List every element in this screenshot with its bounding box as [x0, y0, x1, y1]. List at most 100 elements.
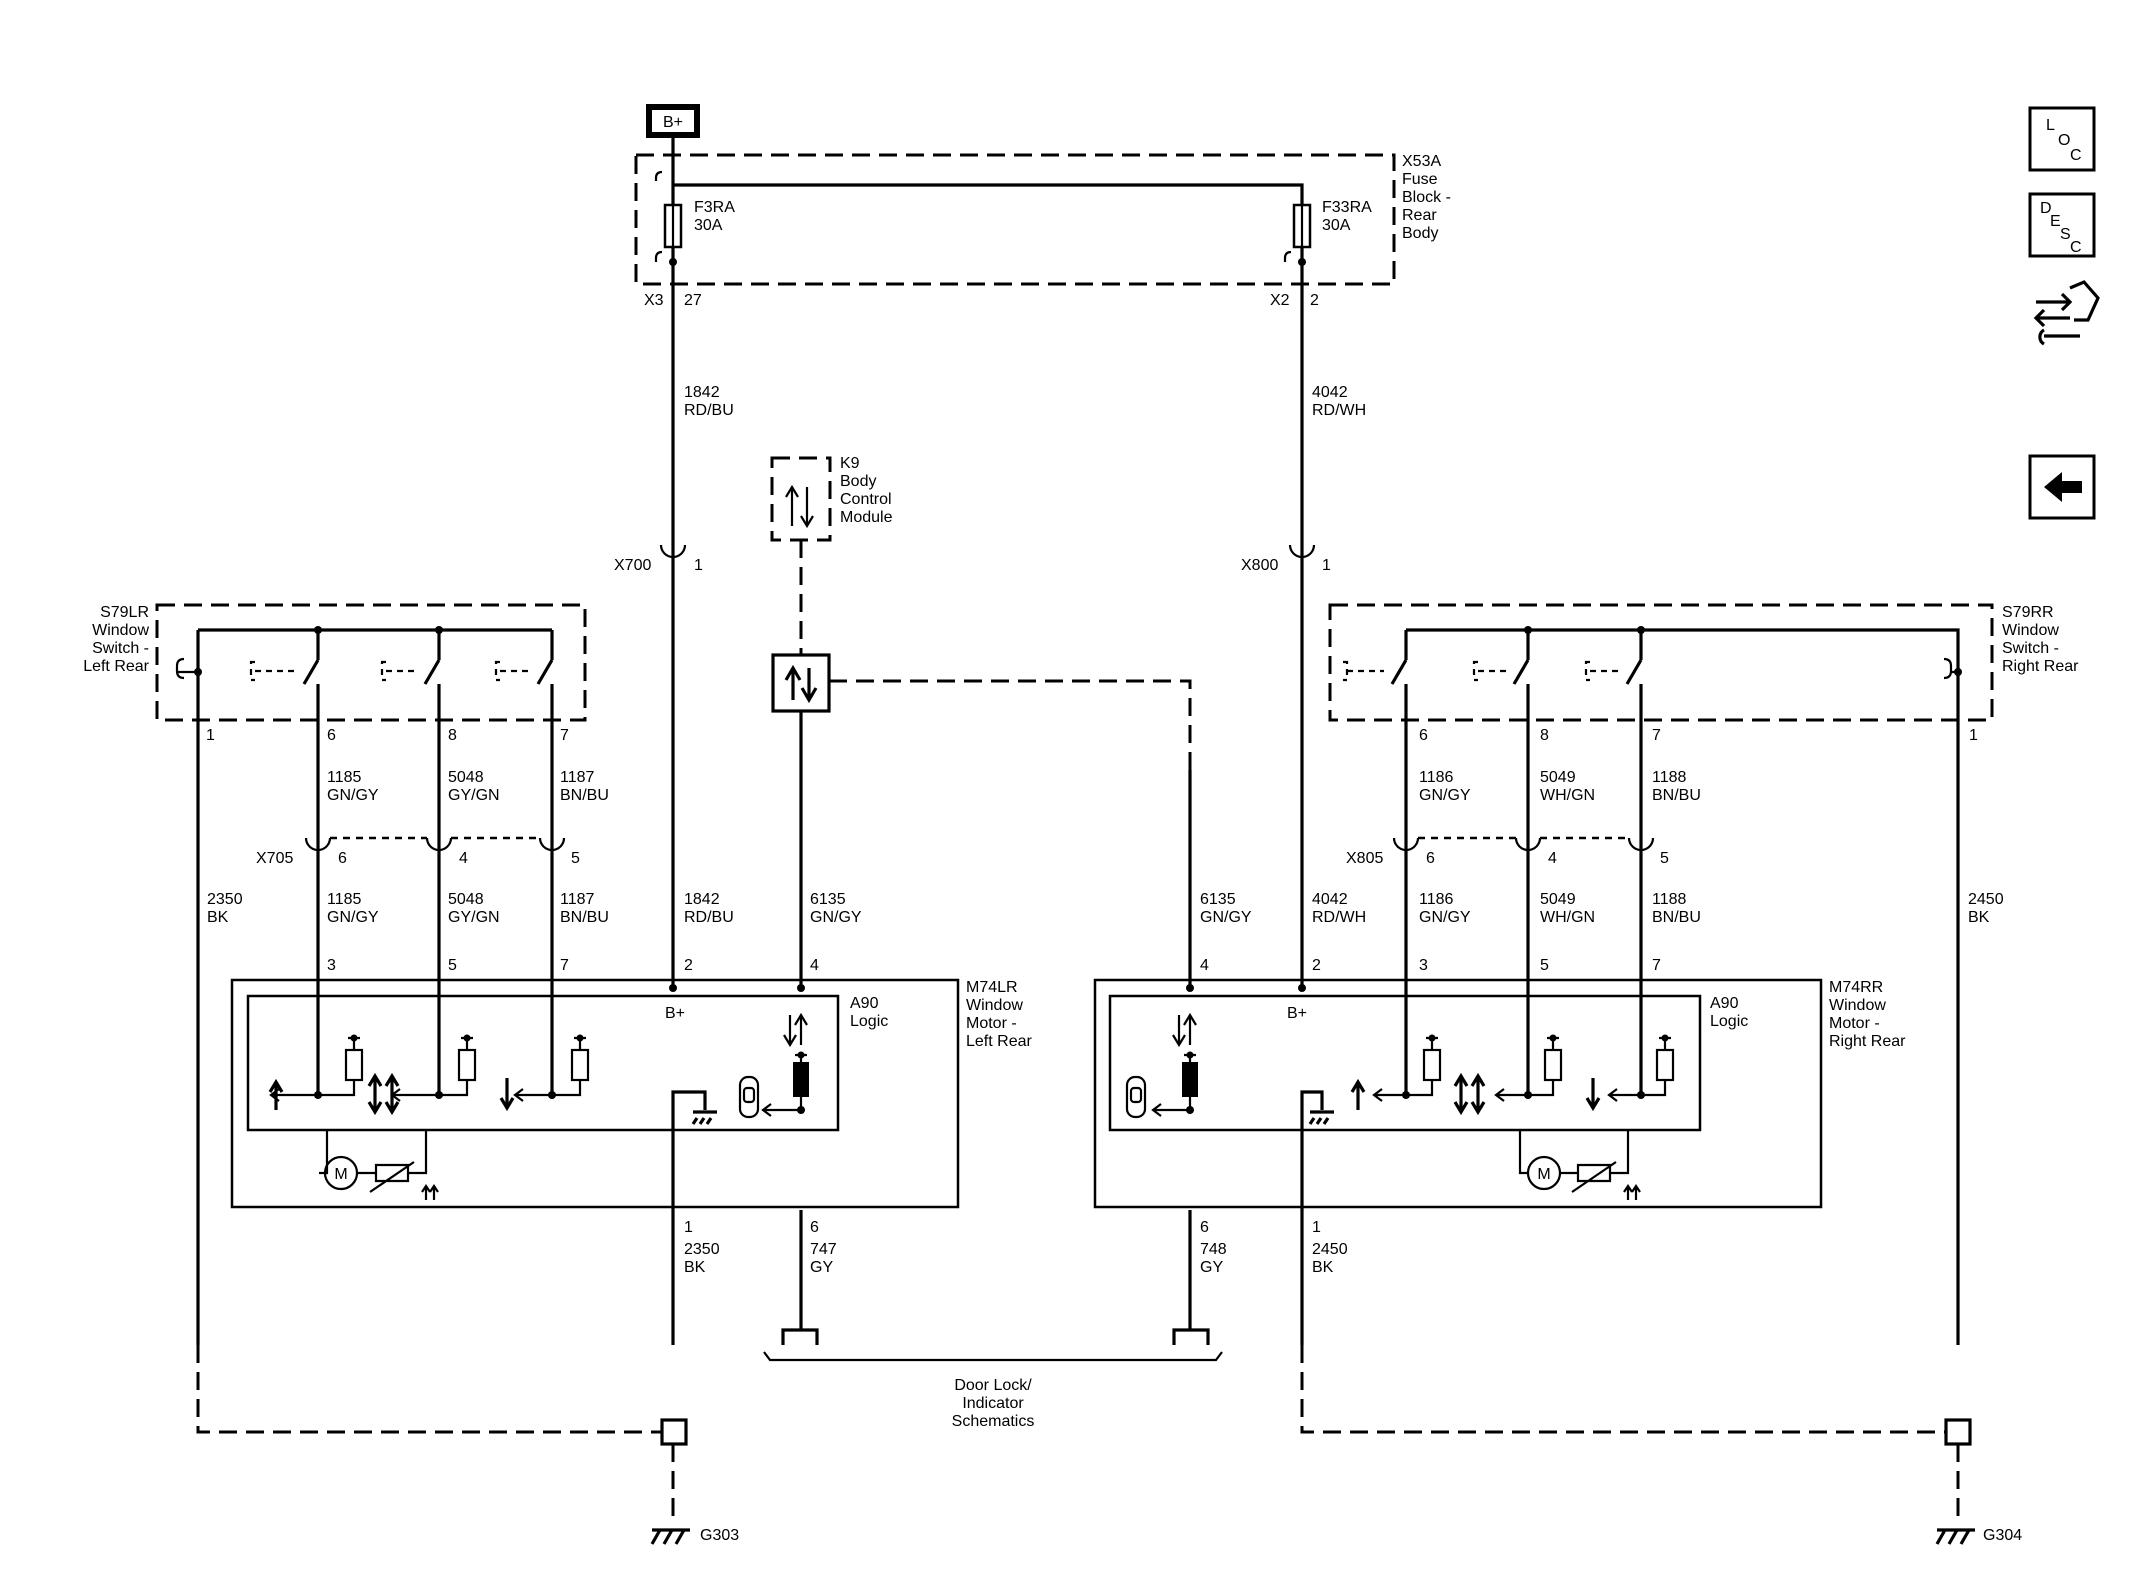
- svg-text:D: D: [2040, 200, 2052, 217]
- svg-text:X800: X800: [1241, 557, 1278, 574]
- svg-text:6: 6: [338, 850, 347, 867]
- svg-text:1: 1: [684, 1219, 693, 1236]
- battery-power-terminal: B+: [646, 104, 700, 138]
- svg-text:RD/WH: RD/WH: [1312, 909, 1366, 926]
- svg-text:X805: X805: [1346, 850, 1383, 867]
- svg-text:1185: 1185: [327, 891, 362, 908]
- svg-text:30A: 30A: [1322, 217, 1351, 234]
- svg-text:Motor -: Motor -: [966, 1015, 1017, 1032]
- svg-text:GY: GY: [1200, 1259, 1223, 1276]
- svg-text:BN/BU: BN/BU: [1652, 909, 1701, 926]
- ground-g304: G304: [1935, 1527, 2022, 1545]
- fuse-f33ra: F33RA 30A: [1283, 199, 1372, 266]
- splice-right: [1944, 1418, 1972, 1446]
- svg-text:Left Rear: Left Rear: [966, 1033, 1032, 1050]
- svg-text:5: 5: [571, 850, 580, 867]
- svg-text:G303: G303: [700, 1527, 739, 1544]
- svg-text:GN/GY: GN/GY: [1200, 909, 1252, 926]
- svg-text:GN/GY: GN/GY: [327, 909, 379, 926]
- svg-text:B+: B+: [1287, 1005, 1307, 1022]
- svg-text:BN/BU: BN/BU: [1652, 787, 1701, 804]
- svg-text:1: 1: [694, 557, 703, 574]
- svg-text:Logic: Logic: [1710, 1013, 1748, 1030]
- svg-text:X700: X700: [614, 557, 651, 574]
- svg-text:Window: Window: [92, 622, 149, 639]
- svg-text:Right Rear: Right Rear: [2002, 658, 2079, 675]
- svg-text:4042: 4042: [1312, 384, 1348, 401]
- connector-x705: X705 6 4 5: [256, 836, 580, 867]
- svg-text:2: 2: [1312, 957, 1321, 974]
- svg-text:Indicator: Indicator: [962, 1395, 1024, 1412]
- svg-text:1186: 1186: [1419, 891, 1454, 908]
- svg-text:5: 5: [1540, 957, 1549, 974]
- svg-text:Control: Control: [840, 491, 892, 508]
- bcm-data-splice: [771, 653, 831, 713]
- svg-text:BK: BK: [1312, 1259, 1334, 1276]
- left-window-switch-label: S79LR Window Switch - Left Rear: [83, 604, 149, 675]
- svg-text:4: 4: [1548, 850, 1557, 867]
- svg-text:O: O: [2058, 132, 2070, 149]
- svg-text:GN/GY: GN/GY: [327, 787, 379, 804]
- svg-text:1187: 1187: [560, 769, 595, 786]
- svg-text:Logic: Logic: [850, 1013, 888, 1030]
- svg-text:5049: 5049: [1540, 769, 1576, 786]
- svg-text:Right Rear: Right Rear: [1829, 1033, 1906, 1050]
- left-switch-pin-7: 7: [560, 727, 569, 744]
- svg-text:A90: A90: [850, 995, 879, 1012]
- svg-text:3: 3: [327, 957, 336, 974]
- svg-text:RD/WH: RD/WH: [1312, 402, 1366, 419]
- svg-text:Door Lock/: Door Lock/: [954, 1377, 1032, 1394]
- fuse-connector-x2: X2: [1270, 292, 1290, 309]
- left-switch-pin-6: 6: [327, 727, 336, 744]
- svg-text:GN/GY: GN/GY: [1419, 909, 1471, 926]
- right-window-motor: A90 Logic M74RR Window Motor - Right Rea…: [1093, 957, 1906, 1236]
- svg-text:1842: 1842: [684, 891, 720, 908]
- wire-label-4042-top: 4042 RD/WH: [1312, 384, 1366, 419]
- connector-diagnostic-icon[interactable]: [2033, 280, 2100, 346]
- svg-text:1: 1: [1312, 1219, 1321, 1236]
- svg-text:BK: BK: [207, 909, 229, 926]
- fuse-pin-27: 27: [684, 292, 702, 309]
- svg-text:Fuse: Fuse: [1402, 171, 1438, 188]
- svg-text:X53A: X53A: [1402, 153, 1441, 170]
- svg-text:GY/GN: GY/GN: [448, 787, 500, 804]
- svg-text:RD/BU: RD/BU: [684, 909, 734, 926]
- svg-text:Window: Window: [2002, 622, 2059, 639]
- fuse-connector-x3: X3: [644, 292, 664, 309]
- svg-text:S: S: [2060, 226, 2071, 243]
- connector-x800: X800 1: [1241, 544, 1331, 574]
- svg-text:G304: G304: [1983, 1527, 2022, 1544]
- svg-text:Block -: Block -: [1402, 189, 1451, 206]
- svg-text:Module: Module: [840, 509, 893, 526]
- fuse-block-label: X53A Fuse Block - Rear Body: [1402, 153, 1451, 242]
- svg-text:BK: BK: [684, 1259, 706, 1276]
- svg-text:1842: 1842: [684, 384, 720, 401]
- right-switch-pin-8: 8: [1540, 727, 1549, 744]
- svg-text:B+: B+: [663, 114, 683, 131]
- wire-labels-right-upper: 1186 GN/GY 5049 WH/GN 1188 BN/BU: [1419, 769, 1701, 804]
- svg-text:BN/BU: BN/BU: [560, 787, 609, 804]
- svg-text:Switch -: Switch -: [2002, 640, 2059, 657]
- svg-text:1185: 1185: [327, 769, 362, 786]
- desc-icon[interactable]: D E S C: [2028, 192, 2096, 258]
- right-switch-pin-7: 7: [1652, 727, 1661, 744]
- back-arrow-icon[interactable]: [2028, 454, 2096, 520]
- svg-text:2450: 2450: [1312, 1241, 1348, 1258]
- loc-icon[interactable]: L O C: [2028, 106, 2096, 172]
- svg-text:Window: Window: [966, 997, 1023, 1014]
- svg-text:B+: B+: [665, 1005, 685, 1022]
- wire-labels-left-upper: 1185 GN/GY 5048 GY/GN 1187 BN/BU: [327, 769, 609, 804]
- right-switch-pin-1: 1: [1969, 727, 1978, 744]
- svg-text:F33RA: F33RA: [1322, 199, 1372, 216]
- svg-text:1187: 1187: [560, 891, 595, 908]
- svg-text:Window: Window: [1829, 997, 1886, 1014]
- svg-text:C: C: [2070, 239, 2082, 256]
- svg-text:Schematics: Schematics: [952, 1413, 1035, 1430]
- svg-text:Body: Body: [840, 473, 876, 490]
- svg-text:2350: 2350: [207, 891, 243, 908]
- wire-labels-right-bottom: 748 GY 2450 BK: [1200, 1241, 1348, 1276]
- svg-text:K9: K9: [840, 455, 860, 472]
- left-switch-contacts: [175, 626, 554, 685]
- door-lock-reference: Door Lock/ Indicator Schematics: [763, 1328, 1223, 1430]
